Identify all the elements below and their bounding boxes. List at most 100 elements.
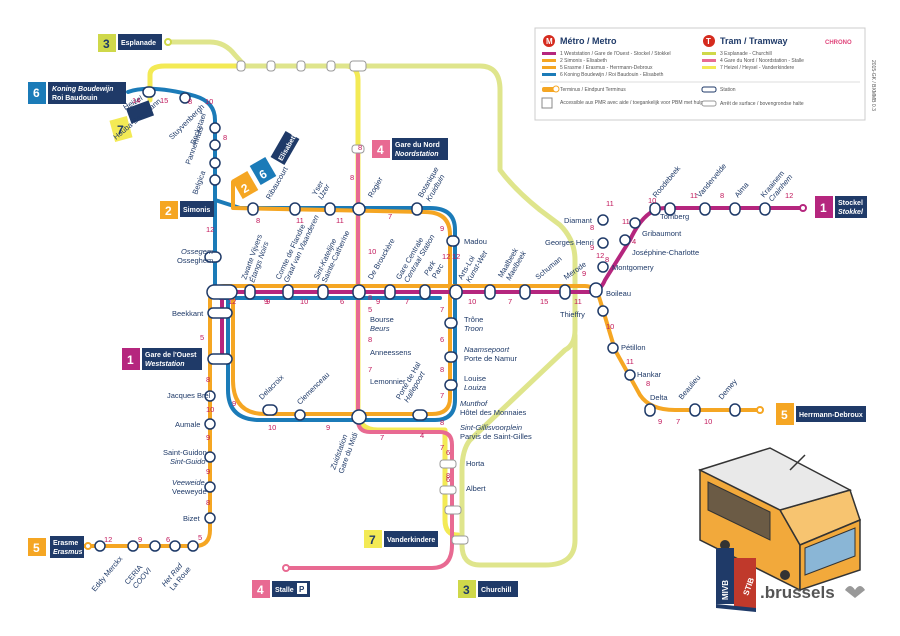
svg-text:8: 8 <box>605 255 609 264</box>
svg-text:7: 7 <box>380 433 384 442</box>
delta-label: Delta <box>650 393 668 402</box>
svg-text:11: 11 <box>574 297 582 306</box>
svg-text:7: 7 <box>440 443 444 452</box>
svg-text:11: 11 <box>690 191 698 200</box>
legend-line-5: 5 Erasme / Erasmus - Herrmann-Debroux <box>560 65 653 71</box>
svg-text:5: 5 <box>368 305 372 314</box>
svg-text:7: 7 <box>405 297 409 306</box>
boileau-label: Boileau <box>606 289 631 298</box>
terminal-heysel: 7 <box>109 100 155 142</box>
svg-text:6: 6 <box>446 475 450 484</box>
petillon-label: Pétillon <box>621 343 646 352</box>
svg-text:Stalle: Stalle <box>275 587 294 594</box>
svg-text:P: P <box>299 585 305 594</box>
svg-text:T: T <box>706 37 711 46</box>
georgesh-label: Georges Henri <box>545 238 594 247</box>
svg-text:9: 9 <box>138 535 142 544</box>
clemenceau-label: Clemenceau <box>295 370 331 406</box>
debrouckere-label: De Brouckère <box>366 237 397 281</box>
chrono-label: CHRONO <box>825 40 852 46</box>
svg-text:11: 11 <box>622 217 630 226</box>
svg-text:6: 6 <box>340 297 344 306</box>
svg-text:10: 10 <box>606 322 614 331</box>
svg-text:7: 7 <box>440 305 444 314</box>
legend-line-3: 3 Esplanade - Churchill <box>720 51 772 57</box>
svg-text:9: 9 <box>266 297 270 306</box>
terminal-gare-nord: 4 Gare du Nord Noordstation <box>372 138 448 160</box>
alma-label: Alma <box>733 180 751 200</box>
svg-text:9: 9 <box>206 467 210 476</box>
ossegem-label: Ossegem <box>181 247 213 256</box>
svg-text:11: 11 <box>336 216 344 225</box>
delacroix-label: Delacroix <box>257 373 286 402</box>
beekkant-label: Beekkant <box>172 309 204 318</box>
terminal-erasme: 5 Erasme Erasmus <box>28 536 92 558</box>
svg-text:9: 9 <box>440 224 444 233</box>
svg-text:Esplanade: Esplanade <box>121 40 156 47</box>
svg-text:12: 12 <box>785 191 793 200</box>
legend-metro-title: Métro / Metro <box>560 36 617 46</box>
tomberg-label: Tomberg <box>660 212 689 221</box>
svg-text:M: M <box>546 37 553 46</box>
thieffry-label: Thieffry <box>560 310 585 319</box>
svg-text:11: 11 <box>626 357 634 366</box>
svg-text:12: 12 <box>206 225 214 234</box>
aumale-label: Aumale <box>175 420 200 429</box>
legend-code: 2015-GK / BXMMB 0.3 <box>870 60 876 111</box>
svg-text:Gare du Nord: Gare du Nord <box>395 142 440 149</box>
legend-metro-swatches <box>542 52 556 76</box>
svg-text:2: 2 <box>165 204 172 218</box>
terminal-stalle: 4 Stalle P <box>252 564 310 598</box>
svg-text:1: 1 <box>127 353 134 367</box>
svg-text:Churchill: Churchill <box>481 587 511 594</box>
svg-text:8: 8 <box>440 365 444 374</box>
svg-text:7: 7 <box>676 417 680 426</box>
stguido-label: Sint-Guido <box>170 457 205 466</box>
metro-m-icon <box>543 35 555 47</box>
svg-text:10: 10 <box>704 417 712 426</box>
svg-text:12: 12 <box>452 252 460 261</box>
trone-label: Trône <box>464 315 483 324</box>
svg-text:6: 6 <box>166 535 170 544</box>
anneessens-label: Anneessens <box>370 348 412 357</box>
tram-line-4 <box>284 148 454 570</box>
brussels-logo: .brussels <box>760 583 835 602</box>
wheelchair-icon <box>541 97 553 109</box>
veeweyde-label: Veeweyde <box>172 487 207 496</box>
terminal-stockel: 1 Stockel Stokkel <box>799 196 867 218</box>
troon-label: Troon <box>464 324 483 333</box>
terminal-elisabeth: 2 6 Elisabeth <box>231 131 300 200</box>
svg-text:8: 8 <box>720 191 724 200</box>
svg-text:8: 8 <box>206 375 210 384</box>
tram-illustration <box>698 447 861 592</box>
demey-label: Demey <box>717 377 739 401</box>
jacquesbrel-label: Jacques Brel <box>167 391 211 400</box>
svg-text:8: 8 <box>223 133 227 142</box>
svg-text:9: 9 <box>582 269 586 278</box>
svg-text:4: 4 <box>420 431 424 440</box>
svg-text:6: 6 <box>440 335 444 344</box>
svg-text:6: 6 <box>33 86 40 100</box>
diamant-label: Diamant <box>564 216 593 225</box>
svg-text:Erasmus: Erasmus <box>53 549 83 556</box>
svg-text:10: 10 <box>468 297 476 306</box>
hotelmonnaies-label: Hôtel des Monnaies <box>460 408 527 417</box>
montgomery-label: Montgomery <box>612 263 654 272</box>
svg-text:5: 5 <box>200 333 204 342</box>
svg-text:Vanderkindere: Vanderkindere <box>387 537 435 544</box>
legend-surface: Arrêt de surface / bovengrondse halte <box>720 101 804 107</box>
svg-text:12: 12 <box>104 535 112 544</box>
svg-text:9: 9 <box>264 297 268 306</box>
legend-line-6: 6 Koning Boudewijn / Roi Baudouin - Elis… <box>560 72 664 78</box>
svg-text:10: 10 <box>368 247 376 256</box>
svg-text:5: 5 <box>781 408 788 422</box>
svg-text:4: 4 <box>257 583 264 597</box>
svg-text:3: 3 <box>103 37 110 51</box>
legend-station: Station <box>720 87 736 93</box>
legend-line-2: 2 Simonis - Elisabeth <box>560 58 607 64</box>
portenamur-label: Porte de Namur <box>464 354 517 363</box>
svg-text:11: 11 <box>606 199 614 208</box>
osseghem-label: Osseghem <box>177 256 213 265</box>
svg-text:1: 1 <box>820 201 827 215</box>
